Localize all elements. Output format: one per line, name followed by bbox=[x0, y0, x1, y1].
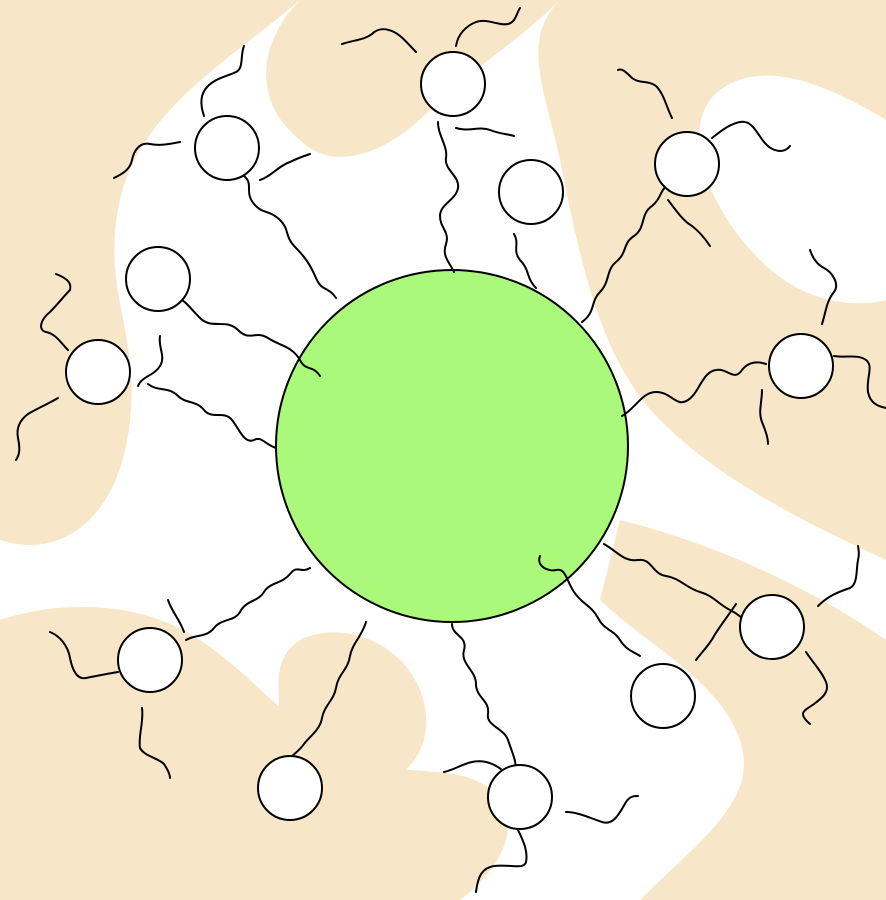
chain-line bbox=[186, 568, 310, 640]
end-group-node bbox=[258, 756, 322, 820]
chain-end bbox=[456, 128, 514, 136]
end-group-node bbox=[769, 334, 833, 398]
background-swirl-bottom-left bbox=[0, 607, 508, 900]
core-particle bbox=[276, 270, 628, 622]
end-group-node bbox=[631, 664, 695, 728]
chain-line bbox=[148, 384, 276, 448]
end-group-node bbox=[488, 765, 552, 829]
chain-line bbox=[514, 234, 536, 288]
chain-line bbox=[438, 122, 458, 272]
chain-end bbox=[566, 796, 638, 823]
chain-line bbox=[452, 624, 516, 770]
end-group-node bbox=[655, 132, 719, 196]
end-group-node bbox=[126, 247, 190, 311]
chain-end bbox=[818, 546, 859, 606]
end-group-node bbox=[740, 595, 804, 659]
background-swirl-top bbox=[266, 0, 560, 157]
chain-line bbox=[244, 176, 336, 298]
end-group-node bbox=[195, 116, 259, 180]
end-group-node bbox=[118, 628, 182, 692]
chain-line bbox=[138, 336, 162, 386]
end-group-node bbox=[66, 340, 130, 404]
chain-end bbox=[260, 154, 310, 180]
chain-end bbox=[712, 122, 790, 151]
chain-end bbox=[444, 761, 502, 772]
end-group-node bbox=[499, 160, 563, 224]
end-group-node bbox=[421, 52, 485, 116]
